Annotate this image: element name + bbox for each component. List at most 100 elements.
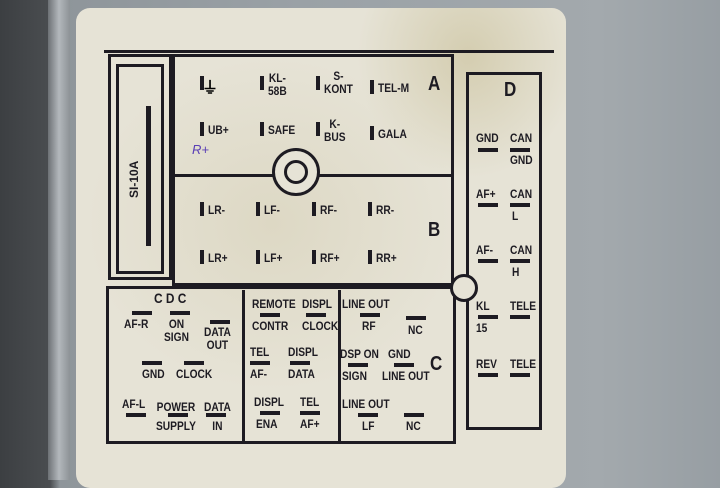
pin-data-out: DATA OUT — [204, 325, 231, 352]
fuse-box — [108, 54, 172, 280]
pin-marker — [478, 315, 498, 319]
pin-clock-2: CLOCK — [302, 319, 339, 333]
pin-displ-data: DISPL — [288, 345, 319, 359]
pin-marker — [510, 148, 530, 152]
pin-gala: GALA — [378, 127, 407, 141]
pin-marker — [290, 361, 310, 365]
pin-nc: NC — [408, 323, 423, 337]
pin-d-af-plus: AF+ — [476, 187, 496, 201]
pin-dsp-on: DSP ON — [340, 347, 379, 361]
pin-kl15-sub: 15 — [476, 321, 488, 335]
pin-marker — [406, 316, 426, 320]
connector-label: SI-10A A B ⏚ KL- 58B S- KONT TEL-M UB+ S… — [76, 8, 566, 488]
pin-marker — [360, 313, 380, 317]
pin-marker — [510, 203, 530, 207]
pin-marker — [510, 315, 530, 319]
pin-marker — [478, 259, 498, 263]
pin-marker — [348, 363, 368, 367]
fuse-blade — [146, 106, 151, 246]
pin-marker — [200, 202, 204, 216]
pin-marker — [256, 250, 260, 264]
pin-marker — [200, 250, 204, 264]
pin-can-l: CAN — [510, 187, 533, 201]
pin-can-gnd: CAN — [510, 131, 533, 145]
pin-displ-ena: DISPL — [254, 395, 285, 409]
pin-marker — [126, 413, 146, 417]
pin-contr: CONTR — [252, 319, 289, 333]
d-key — [450, 274, 478, 302]
fuse-inner — [116, 64, 164, 274]
pin-marker — [368, 250, 372, 264]
pin-marker — [316, 76, 320, 90]
pin-marker — [394, 363, 414, 367]
pin-kl58b: KL- 58B — [268, 71, 287, 98]
radio-chassis-edge — [48, 0, 70, 480]
pin-tel-af-minus: TEL — [250, 345, 270, 359]
pin-tel-af-plus: TEL — [300, 395, 320, 409]
frame-line — [104, 50, 554, 53]
pin-lf-minus: LF- — [264, 203, 280, 217]
pin-on-sign: ON SIGN — [164, 317, 189, 344]
pin-marker — [358, 413, 378, 417]
pin-marker — [132, 311, 152, 315]
section-b-label: B — [428, 219, 441, 241]
pin-tele-1: TELE — [510, 299, 537, 313]
pin-rf-plus: RF+ — [320, 251, 340, 265]
pin-marker — [260, 122, 264, 136]
pin-marker — [370, 80, 374, 94]
pin-lr-minus: LR- — [208, 203, 225, 217]
pin-marker — [168, 413, 188, 417]
pin-line-out-lf: LINE OUT — [342, 397, 390, 411]
pin — [200, 76, 204, 90]
pin-marker — [306, 313, 326, 317]
pin-marker — [170, 311, 190, 315]
pin-af-plus: AF+ — [300, 417, 320, 431]
section-c-label: C — [430, 353, 443, 375]
pin-marker — [260, 411, 280, 415]
pin-marker — [316, 122, 320, 136]
pin-clock: CLOCK — [176, 367, 213, 381]
section-d-label: D — [504, 79, 517, 101]
pin-power-supply: POWER SUPPLY — [156, 400, 196, 433]
pin-marker — [368, 202, 372, 216]
cdc-title: C D C — [154, 290, 187, 306]
pin-rf: RF — [362, 319, 376, 333]
pin-lr-plus: LR+ — [208, 251, 228, 265]
pin-marker — [478, 373, 498, 377]
pin-sign: SIGN — [342, 369, 367, 383]
pin-tele-2: TELE — [510, 357, 537, 371]
pin-remote: REMOTE — [252, 297, 296, 311]
pin-can-gnd-sub: GND — [510, 153, 533, 167]
c-divider — [242, 290, 245, 442]
pin-marker — [206, 413, 226, 417]
pin-nc-2: NC — [406, 419, 421, 433]
pin-marker — [210, 320, 230, 324]
pin-marker — [478, 203, 498, 207]
pin-marker — [510, 259, 530, 263]
pin-marker — [260, 313, 280, 317]
c-divider — [338, 290, 341, 442]
pin-lf: LF — [362, 419, 375, 433]
pin-tel-m: TEL-M — [378, 81, 410, 95]
pin-marker — [312, 250, 316, 264]
ground-icon: ⏚ — [202, 80, 219, 97]
fuse-label: SI-10A — [127, 160, 141, 198]
pin-line-out: LINE OUT — [382, 369, 430, 383]
pin-gnd: GND — [142, 367, 165, 381]
connector-key-inner — [284, 160, 308, 184]
pin-can-h: CAN — [510, 243, 533, 257]
pin-rr-minus: RR- — [376, 203, 395, 217]
pin-line-out-rf: LINE OUT — [342, 297, 390, 311]
pin-data-in: DATA IN — [204, 400, 231, 433]
pin-marker — [256, 202, 260, 216]
pin-marker — [510, 373, 530, 377]
pin-rev: REV — [476, 357, 497, 371]
pin-marker — [260, 76, 264, 90]
pin-marker — [478, 148, 498, 152]
ab-block — [172, 54, 454, 286]
pin-rr-plus: RR+ — [376, 251, 397, 265]
pin-d-af-minus: AF- — [476, 243, 493, 257]
pin-marker — [370, 126, 374, 140]
pin-rf-minus: RF- — [320, 203, 337, 217]
pin-k-bus: K- BUS — [324, 117, 346, 144]
